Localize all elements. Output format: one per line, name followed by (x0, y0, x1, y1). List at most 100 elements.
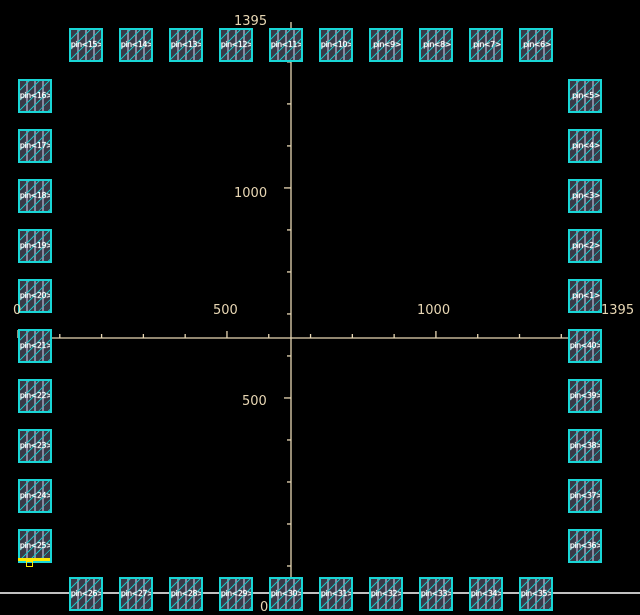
pin-hatch-pattern (221, 30, 251, 60)
pin-right[interactable]: pin<1> (568, 279, 602, 313)
pin-bottom[interactable]: pin<26> (69, 577, 103, 611)
pin-label: pin<18> (19, 191, 52, 200)
pin-bottom[interactable]: pin<31> (319, 577, 353, 611)
pin-bottom[interactable]: pin<34> (469, 577, 503, 611)
pin-left[interactable]: pin<25> (18, 529, 52, 563)
pin-hatch-pattern (121, 30, 151, 60)
pin-left[interactable]: pin<16> (18, 79, 52, 113)
pin-hatch-pattern (20, 131, 50, 161)
pin-hatch-pattern (570, 81, 600, 111)
pin-label: pin<9> (373, 40, 401, 49)
pin-hatch-pattern (371, 30, 401, 60)
pin-hatch-pattern (121, 579, 151, 609)
pin-right[interactable]: pin<40> (568, 329, 602, 363)
pin-hatch-pattern (570, 281, 600, 311)
pin-left[interactable]: pin<17> (18, 129, 52, 163)
x-axis-label-min: 0 (13, 303, 22, 318)
y-axis-label-1000: 1000 (234, 186, 268, 201)
pin-label: pin<8> (423, 40, 451, 49)
pin-bottom[interactable]: pin<28> (169, 577, 203, 611)
pin-hatch-pattern (570, 481, 600, 511)
pin-top[interactable]: pin<8> (419, 28, 453, 62)
pin-label: pin<3> (572, 191, 600, 200)
pin-hatch-pattern (570, 231, 600, 261)
pin-label: pin<37> (569, 491, 602, 500)
pin-right[interactable]: pin<3> (568, 179, 602, 213)
pin-label: pin<39> (569, 391, 602, 400)
pin-left[interactable]: pin<23> (18, 429, 52, 463)
pin-bottom[interactable]: pin<33> (419, 577, 453, 611)
pin-bottom[interactable]: pin<30> (269, 577, 303, 611)
pin-label: pin<21> (19, 341, 52, 350)
pin-right[interactable]: pin<2> (568, 229, 602, 263)
pin-label: pin<38> (569, 441, 602, 450)
pin-hatch-pattern (570, 181, 600, 211)
pin-hatch-pattern (20, 181, 50, 211)
pin-hatch-pattern (20, 531, 50, 561)
pin-top[interactable]: pin<13> (169, 28, 203, 62)
pin-left[interactable]: pin<19> (18, 229, 52, 263)
y-axis-label-max: 1395 (234, 14, 268, 29)
pin-hatch-pattern (371, 579, 401, 609)
pin-hatch-pattern (20, 381, 50, 411)
pin-bottom[interactable]: pin<27> (119, 577, 153, 611)
pin-label: pin<14> (120, 40, 153, 49)
pin-label: pin<19> (19, 241, 52, 250)
pin-label: pin<22> (19, 391, 52, 400)
pin-top[interactable]: pin<11> (269, 28, 303, 62)
pin-label: pin<30> (270, 589, 303, 598)
pin-bottom[interactable]: pin<32> (369, 577, 403, 611)
pin-hatch-pattern (471, 30, 501, 60)
pin-hatch-pattern (421, 579, 451, 609)
pin-hatch-pattern (570, 531, 600, 561)
pin-label: pin<31> (320, 589, 353, 598)
x-axis-label-500: 500 (213, 303, 238, 318)
pin-left[interactable]: pin<20> (18, 279, 52, 313)
pin-label: pin<36> (569, 541, 602, 550)
pin-top[interactable]: pin<10> (319, 28, 353, 62)
pin-right[interactable]: pin<38> (568, 429, 602, 463)
pin-right[interactable]: pin<39> (568, 379, 602, 413)
pin-hatch-pattern (20, 231, 50, 261)
pin-bottom[interactable]: pin<29> (219, 577, 253, 611)
pin-top[interactable]: pin<6> (519, 28, 553, 62)
pin-hatch-pattern (171, 30, 201, 60)
pin-bottom[interactable]: pin<35> (519, 577, 553, 611)
pin-right[interactable]: pin<4> (568, 129, 602, 163)
pin-left[interactable]: pin<18> (18, 179, 52, 213)
pin-hatch-pattern (271, 579, 301, 609)
pin-hatch-pattern (570, 431, 600, 461)
pin-right[interactable]: pin<36> (568, 529, 602, 563)
pin-label: pin<27> (120, 589, 153, 598)
pin-top[interactable]: pin<12> (219, 28, 253, 62)
selection-handle[interactable] (26, 561, 33, 567)
pin-left[interactable]: pin<24> (18, 479, 52, 513)
selection-highlight (18, 558, 50, 561)
pin-label: pin<34> (470, 589, 503, 598)
pin-label: pin<40> (569, 341, 602, 350)
pin-left[interactable]: pin<22> (18, 379, 52, 413)
pin-hatch-pattern (521, 579, 551, 609)
pin-hatch-pattern (20, 481, 50, 511)
pin-hatch-pattern (570, 381, 600, 411)
x-axis-label-max: 1395 (601, 303, 635, 318)
pin-label: pin<2> (572, 241, 600, 250)
pin-top[interactable]: pin<9> (369, 28, 403, 62)
pin-label: pin<6> (523, 40, 551, 49)
pin-hatch-pattern (321, 579, 351, 609)
pin-label: pin<35> (520, 589, 553, 598)
pin-left[interactable]: pin<21> (18, 329, 52, 363)
pin-top[interactable]: pin<7> (469, 28, 503, 62)
pin-top[interactable]: pin<14> (119, 28, 153, 62)
pin-right[interactable]: pin<5> (568, 79, 602, 113)
pin-label: pin<10> (320, 40, 353, 49)
pin-hatch-pattern (271, 30, 301, 60)
pin-label: pin<23> (19, 441, 52, 450)
pin-label: pin<24> (19, 491, 52, 500)
pin-hatch-pattern (521, 30, 551, 60)
pin-label: pin<29> (220, 589, 253, 598)
pin-hatch-pattern (570, 331, 600, 361)
pin-right[interactable]: pin<37> (568, 479, 602, 513)
pin-top[interactable]: pin<15> (69, 28, 103, 62)
